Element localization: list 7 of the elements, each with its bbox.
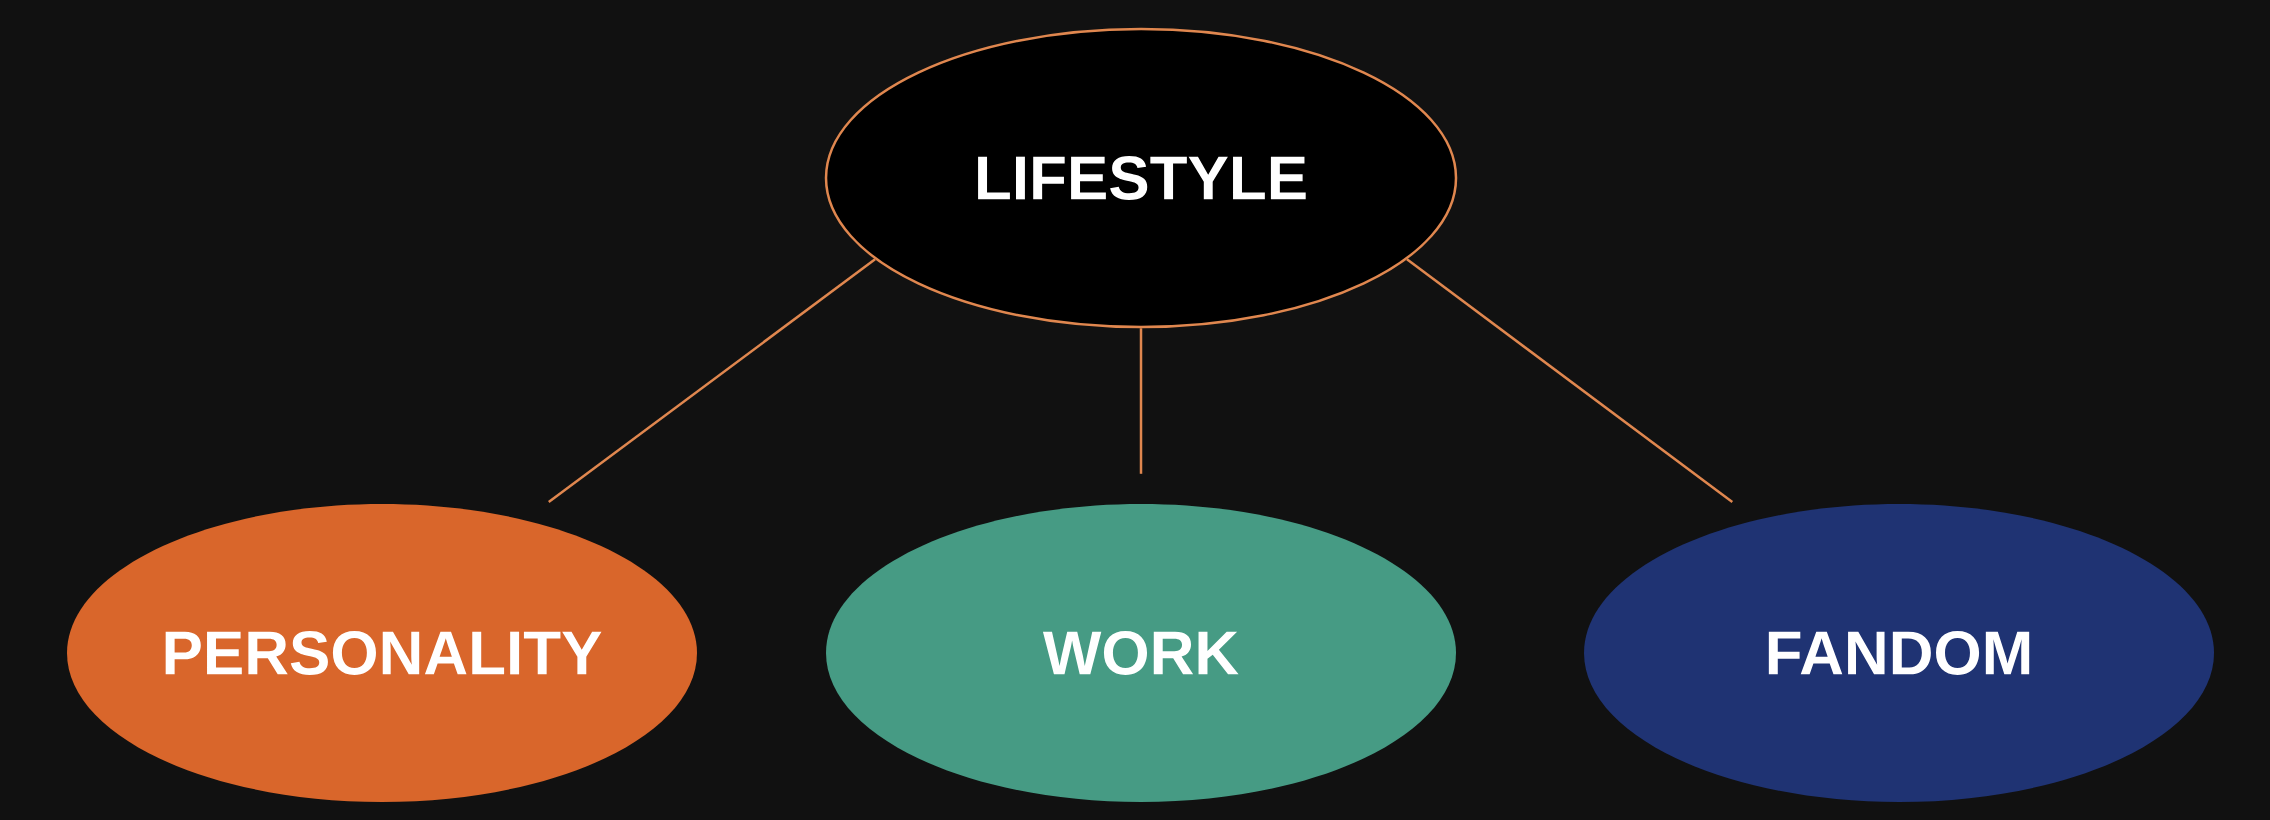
ellipse-node: PERSONALITY	[67, 504, 697, 802]
connector-line	[548, 258, 876, 504]
ellipse-node: LIFESTYLE	[824, 27, 1458, 329]
ellipse-node: WORK	[826, 504, 1456, 802]
connector-line	[1406, 258, 1734, 504]
connector-line	[1139, 328, 1143, 474]
ellipse-node: FANDOM	[1584, 504, 2214, 802]
